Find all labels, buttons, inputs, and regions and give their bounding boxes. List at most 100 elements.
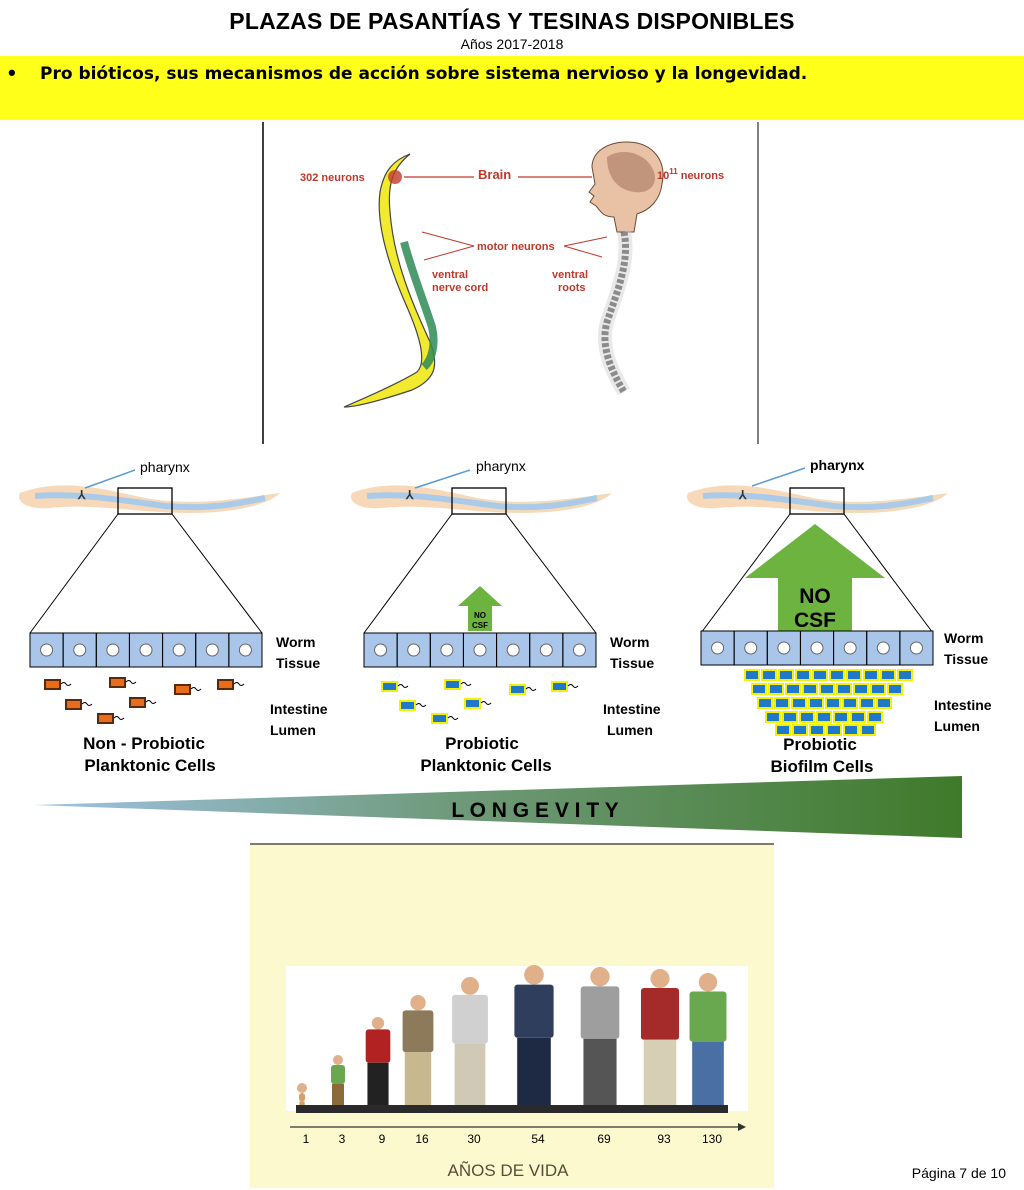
- panel-caption-2: Planktonic Cells: [420, 756, 551, 775]
- intestine-lumen-label-1: Intestine: [270, 701, 328, 717]
- bacterium-cell: [464, 698, 481, 709]
- cell-nucleus: [106, 643, 120, 657]
- no-csf-arrow-label-1: NO: [474, 611, 486, 620]
- pharynx-label: pharynx: [140, 459, 190, 475]
- panel-caption-2: Planktonic Cells: [84, 756, 215, 775]
- bacterium-cell: [399, 700, 416, 711]
- panel-caption-1: Non - Probiotic: [83, 734, 205, 753]
- person-figure: [514, 965, 554, 1105]
- biofilm-cell: [744, 669, 760, 681]
- biofilm-cell: [867, 711, 883, 723]
- svg-text:⅄: ⅄: [738, 488, 747, 502]
- age-tick-label: 9: [379, 1132, 386, 1146]
- cell-nucleus: [407, 643, 421, 657]
- cell-nucleus: [777, 641, 791, 655]
- ventral-nerve-cord-label-1: ventral: [432, 269, 468, 281]
- tissue-cell: [228, 632, 263, 668]
- panel-caption-1: Probiotic: [783, 735, 857, 754]
- page-number: Página 7 de 10: [911, 1165, 1006, 1181]
- cell-nucleus: [205, 643, 219, 657]
- cell-nucleus: [744, 641, 758, 655]
- cell-nucleus: [843, 641, 857, 655]
- person-figure: [365, 1017, 391, 1105]
- no-csf-arrow-icon: [745, 524, 885, 631]
- bacterium-cell: [217, 679, 234, 690]
- panel-probiotic-planktonic: ⅄ pharynx NO CSF Worm Tissue Intestine L…: [351, 458, 661, 775]
- biofilm-cell: [876, 697, 892, 709]
- biofilm-cell: [853, 683, 869, 695]
- biofilm-cell: [751, 683, 767, 695]
- longevity-label: L O N G E V I T Y: [451, 799, 618, 822]
- cell-nucleus: [374, 643, 388, 657]
- biofilm-cell: [802, 683, 818, 695]
- worm-tissue-label-1: Worm: [610, 634, 649, 650]
- cell-nucleus: [73, 643, 87, 657]
- biofilm-cell: [829, 669, 845, 681]
- bacterium-cell: [509, 684, 526, 695]
- no-csf-arrow-label-1: NO: [799, 585, 831, 608]
- biofilm-cell: [887, 683, 903, 695]
- ventral-nerve-cord-label-2: nerve cord: [432, 282, 488, 294]
- biofilm-cell: [842, 697, 858, 709]
- bacterium-cell: [431, 713, 448, 724]
- topic-banner: [0, 56, 1024, 120]
- biofilm-cell: [775, 724, 791, 736]
- biofilm-cell: [860, 724, 876, 736]
- age-axis-label: AÑOS DE VIDA: [448, 1161, 570, 1180]
- cell-nucleus: [506, 643, 520, 657]
- person-figure: [402, 995, 434, 1105]
- biofilm-cell: [799, 711, 815, 723]
- intestine-lumen-label-1: Intestine: [603, 701, 661, 717]
- biofilm-cell: [897, 669, 913, 681]
- biofilm-cell: [819, 683, 835, 695]
- intestine-lumen-label-1: Intestine: [934, 697, 992, 713]
- intestine-lumen-label-2: Lumen: [270, 722, 316, 738]
- age-tick-label: 1: [303, 1132, 310, 1146]
- panel-non-probiotic: ⅄ pharynx Worm Tissue Intestine Lumen No…: [19, 459, 328, 775]
- bacterium-cell: [44, 679, 61, 690]
- page-title: PLAZAS DE PASANTÍAS Y TESINAS DISPONIBLE…: [229, 8, 795, 34]
- panel-probiotic-biofilm: ⅄ pharynx NO CSF Worm Tissue Intestine L…: [687, 457, 992, 776]
- cell-nucleus: [539, 643, 553, 657]
- cell-nucleus: [810, 641, 824, 655]
- worm-tissue-label-1: Worm: [944, 630, 983, 646]
- no-csf-arrow-label-2: CSF: [472, 621, 488, 630]
- worm-neurons-label: 302 neurons: [300, 172, 365, 184]
- probiotic-longevity-figure: ⅄ pharynx Worm Tissue Intestine Lumen No…: [19, 457, 992, 838]
- person-figure: [297, 1083, 307, 1105]
- bacterium-cell: [444, 679, 461, 690]
- cell-nucleus: [238, 643, 252, 657]
- page-subtitle: Años 2017-2018: [460, 36, 564, 52]
- pharynx-label: pharynx: [476, 458, 526, 474]
- cell-nucleus: [909, 641, 923, 655]
- age-tick-label: 30: [467, 1132, 481, 1146]
- tissue-cell: [562, 632, 597, 668]
- biofilm-cell: [863, 669, 879, 681]
- svg-text:⅄: ⅄: [405, 488, 414, 502]
- biofilm-cell: [795, 669, 811, 681]
- biofilm-cell: [782, 711, 798, 723]
- biofilm-cell: [768, 683, 784, 695]
- age-tick-label: 16: [415, 1132, 429, 1146]
- bacterium-cell: [129, 697, 146, 708]
- intestine-lumen-label-2: Lumen: [934, 718, 980, 734]
- person-figure: [580, 967, 620, 1105]
- no-csf-arrow-icon: [458, 586, 502, 631]
- panel-caption-1: Probiotic: [445, 734, 519, 753]
- biofilm-cell: [812, 669, 828, 681]
- biofilm-cell: [761, 669, 777, 681]
- worm-tissue-label-2: Tissue: [944, 651, 988, 667]
- biofilm-cell: [826, 724, 842, 736]
- worm-tissue-label-2: Tissue: [610, 655, 654, 671]
- age-tick-label: 69: [597, 1132, 611, 1146]
- cell-nucleus: [572, 643, 586, 657]
- biofilm-cell: [808, 697, 824, 709]
- ground-strip: [296, 1105, 728, 1113]
- topic-text: Pro bióticos, sus mecanismos de acción s…: [40, 64, 808, 84]
- person-figure: [689, 973, 727, 1105]
- cell-nucleus: [40, 643, 54, 657]
- panel-caption-2: Biofilm Cells: [771, 757, 874, 776]
